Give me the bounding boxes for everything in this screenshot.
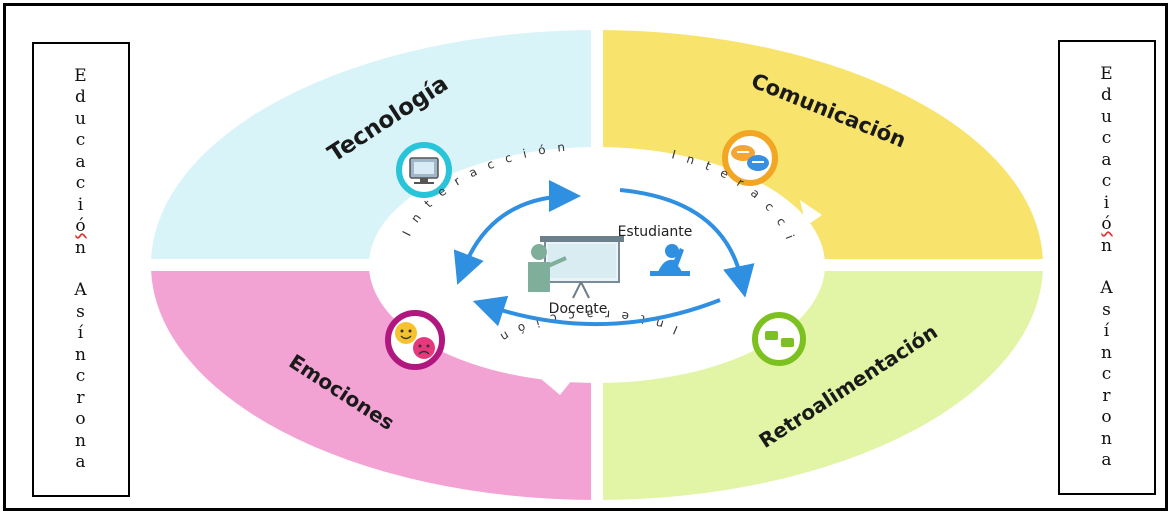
teacher-board-icon xyxy=(528,236,624,299)
arrow-top-right xyxy=(619,188,755,298)
letter: c xyxy=(1101,171,1113,191)
letter: a xyxy=(75,452,87,472)
chat-bubbles-icon xyxy=(722,130,778,186)
center-tab-bottom xyxy=(540,378,572,395)
letter: r xyxy=(76,387,86,408)
teacher-label: Docente xyxy=(549,301,608,317)
letter: n xyxy=(75,237,87,258)
interaction-arrows xyxy=(453,180,755,327)
letter: r xyxy=(1102,385,1112,406)
letter: d xyxy=(1101,85,1113,105)
letter: E xyxy=(74,65,88,86)
letter: c xyxy=(75,173,87,193)
letter: d xyxy=(75,87,87,107)
letter: c xyxy=(1101,364,1113,384)
letter: o xyxy=(75,409,87,429)
letter: í xyxy=(77,323,85,343)
student-icon xyxy=(650,244,690,276)
computer-icon xyxy=(396,142,452,198)
emoji-faces-icon xyxy=(385,310,445,370)
letter: a xyxy=(1101,450,1113,470)
right-vertical-text: E d u c a c i ó n A s í n c r o n a xyxy=(1100,64,1113,472)
letter: í xyxy=(1103,321,1111,341)
letter: ó xyxy=(1101,214,1113,234)
left-side-label: E d u c a c i ó n A s í n c r o n a xyxy=(32,42,130,497)
letter: i xyxy=(77,194,85,215)
letter: c xyxy=(75,366,87,386)
left-vertical-text: E d u c a c i ó n A s í n c r o n a xyxy=(74,66,87,474)
letter: E xyxy=(1100,63,1114,84)
student-label: Estudiante xyxy=(618,224,693,240)
arrow-bottom xyxy=(472,295,721,327)
arrow-top-left xyxy=(453,194,566,285)
letter: u xyxy=(1101,106,1113,127)
letter: n xyxy=(1101,235,1113,256)
thumbs-icon xyxy=(752,312,806,366)
letter: ó xyxy=(75,216,87,236)
letter: A xyxy=(74,280,88,300)
letter: o xyxy=(1101,407,1113,427)
letter: i xyxy=(1103,192,1111,213)
letter: s xyxy=(76,301,86,322)
letter: A xyxy=(1100,278,1114,298)
letter: n xyxy=(75,430,87,451)
letter: a xyxy=(75,151,87,172)
letter: u xyxy=(75,108,87,129)
center-tab-right xyxy=(800,200,822,226)
right-side-label: E d u c a c i ó n A s í n c r o n a xyxy=(1058,40,1156,495)
letter: a xyxy=(1101,149,1113,170)
letter: s xyxy=(1102,299,1112,320)
letter: n xyxy=(1101,428,1113,449)
letter: n xyxy=(1101,342,1113,363)
letter: c xyxy=(1101,128,1113,148)
letter: n xyxy=(75,344,87,365)
letter: c xyxy=(75,130,87,150)
